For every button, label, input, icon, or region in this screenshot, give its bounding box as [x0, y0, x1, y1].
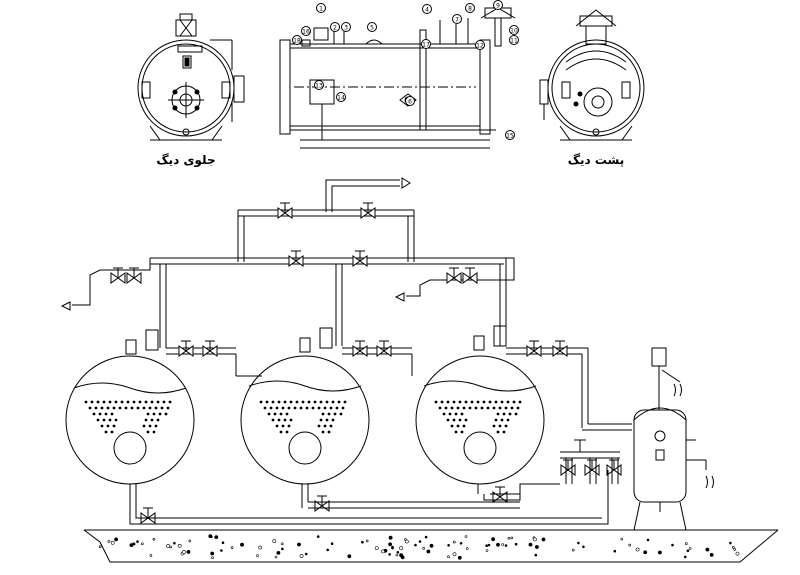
callout-number: 6 [408, 99, 412, 106]
callout-number: 5 [370, 25, 374, 32]
valve-icon [202, 340, 218, 357]
callout-17: 17 [421, 39, 431, 49]
callout-number: 9 [496, 3, 500, 10]
boiler-tank-3 [415, 325, 545, 494]
callout-number: 7 [455, 17, 459, 24]
tube-bank [84, 400, 172, 434]
callout-number: 1 [319, 6, 323, 13]
callout-5: 5 [367, 22, 377, 32]
valve-icon [277, 202, 293, 219]
callout-9: 9 [493, 0, 503, 10]
valve-icon [526, 340, 542, 357]
callout-number: 4 [425, 7, 429, 14]
callout-number: 16 [302, 29, 310, 36]
callout-number: 18 [293, 38, 301, 45]
valve-icon [352, 340, 368, 357]
callout-6: 6 [405, 96, 415, 106]
steam-header-piping [60, 177, 632, 431]
feed-tank [633, 347, 714, 531]
callout-number: 3 [344, 25, 348, 32]
callout-7: 7 [452, 14, 462, 24]
callout-13: 13 [314, 80, 324, 90]
callout-1: 1 [316, 3, 326, 13]
valve-icon [126, 267, 142, 284]
valve-icon [110, 267, 126, 284]
callout-2: 2 [330, 22, 340, 32]
valve-icon [462, 267, 478, 284]
front-view-drawing [137, 13, 245, 141]
callout-16: 16 [301, 26, 311, 36]
valve-icon [552, 340, 568, 357]
ground-slab [83, 529, 779, 563]
callout-number: 14 [337, 95, 345, 102]
callout-18: 18 [292, 35, 302, 45]
valve-icon [178, 340, 194, 357]
valve-icon [352, 250, 368, 267]
tube-bank [259, 400, 347, 434]
valve-icon [360, 202, 376, 219]
callout-10: 10 [509, 25, 519, 35]
callout-number: 12 [476, 43, 484, 50]
callout-number: 11 [510, 38, 518, 45]
valve-icon [376, 340, 392, 357]
callout-number: 2 [333, 25, 337, 32]
boiler-tank-1 [65, 329, 195, 520]
valve-icon [446, 267, 462, 284]
callout-11: 11 [509, 35, 519, 45]
callout-number: 10 [510, 28, 518, 35]
valve-icon [140, 507, 156, 524]
valve-icon [288, 250, 304, 267]
callout-number: 13 [315, 83, 323, 90]
valve-icon [560, 459, 576, 476]
boiler-tank-2 [240, 327, 370, 508]
callout-12: 12 [475, 40, 485, 50]
callout-14: 14 [336, 92, 346, 102]
callout-number: 15 [506, 133, 514, 140]
rear-view-label: پشت دیگ [568, 153, 625, 167]
callout-15: 15 [505, 130, 515, 140]
valve-icon [606, 459, 622, 476]
fire-tube-dots [84, 400, 522, 434]
front-view-label: جلوی دیگ [156, 153, 215, 168]
ground-texture [98, 534, 740, 560]
callout-3: 3 [341, 22, 351, 32]
tube-bank [434, 400, 522, 434]
return-piping [129, 439, 620, 525]
callout-8: 8 [465, 3, 475, 13]
valve-icon [584, 459, 600, 476]
side-view-drawing [279, 7, 516, 149]
valve-icon [314, 495, 330, 512]
callout-number: 8 [468, 6, 472, 13]
callout-number: 17 [422, 42, 430, 49]
callout-4: 4 [422, 4, 432, 14]
rear-view-drawing [539, 9, 645, 141]
valve-symbols [110, 202, 622, 524]
